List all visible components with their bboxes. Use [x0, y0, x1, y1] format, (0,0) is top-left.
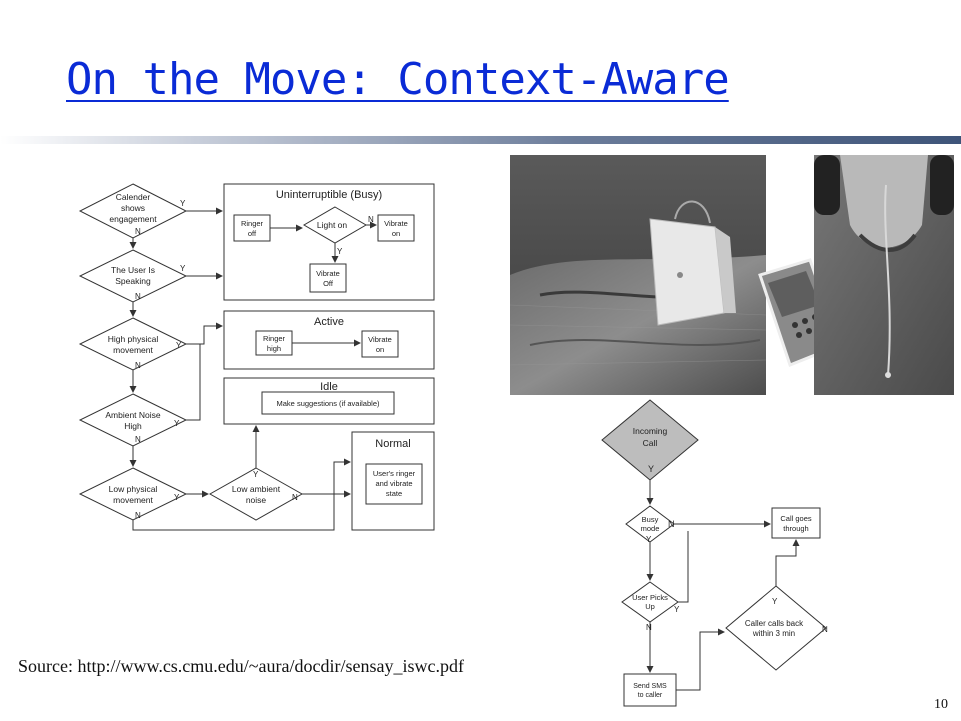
label-n: N	[135, 435, 141, 444]
send-sms-2: to caller	[638, 692, 663, 699]
label-y: Y	[337, 247, 343, 256]
context-flowchart: Uninterruptible (Busy) Active Idle Norma…	[78, 183, 435, 531]
label-y: Y	[174, 493, 180, 502]
decision-calender-1: Calender	[116, 192, 151, 202]
label-n: N	[135, 227, 141, 236]
decision-speaking-1: The User Is	[111, 265, 155, 275]
label-n: N	[368, 215, 374, 224]
box-suggestions: Make suggestions (if available)	[277, 399, 380, 408]
incoming-call-2: Call	[643, 438, 658, 448]
box-ringer-off-1: Ringer	[241, 219, 264, 228]
label-y: Y	[648, 464, 654, 474]
decision-speaking-2: Speaking	[115, 276, 151, 286]
incoming-call-1: Incoming	[633, 426, 668, 436]
state-idle: Idle	[320, 381, 338, 393]
busy-mode-2: mode	[641, 524, 660, 533]
box-ringer-high-2: high	[267, 344, 281, 353]
caller-calls-back-2: within 3 min	[752, 629, 795, 638]
label-y: Y	[253, 470, 259, 479]
call-goes-through-1: Call goes	[780, 514, 812, 523]
box-vibrate-on-1: Vibrate	[384, 219, 408, 228]
page-number: 10	[934, 697, 948, 712]
label-n: N	[668, 519, 675, 529]
label-y: Y	[646, 535, 652, 544]
label-y: Y	[174, 419, 180, 428]
decision-high-movement-2: movement	[113, 345, 153, 355]
label-n: N	[135, 361, 141, 370]
label-n: N	[822, 625, 828, 634]
label-y: Y	[180, 264, 186, 273]
caller-calls-back-1: Caller calls back	[745, 619, 804, 628]
busy-mode-1: Busy	[642, 515, 659, 524]
state-active: Active	[314, 316, 344, 328]
box-ringer-off-2: off	[248, 229, 257, 238]
box-vibrate-on-active-2: on	[376, 345, 384, 354]
box-users-ringer-3: state	[386, 489, 402, 498]
box-vibrate-on-2: on	[392, 229, 400, 238]
decision-noise-high-2: High	[124, 421, 142, 431]
box-vibrate-off-2: Off	[323, 279, 334, 288]
state-uninterruptible: Uninterruptible (Busy)	[276, 189, 382, 201]
label-n: N	[646, 623, 652, 632]
decision-low-noise-1: Low ambient	[232, 484, 281, 494]
send-sms-1: Send SMS	[633, 683, 667, 690]
user-picks-up-2: Up	[645, 602, 655, 611]
call-goes-through-2: through	[783, 524, 808, 533]
wearable-sensor-photo	[510, 155, 954, 395]
decision-low-movement-2: movement	[113, 495, 153, 505]
user-picks-up-1: User Picks	[632, 593, 668, 602]
label-y: Y	[176, 341, 182, 350]
box-vibrate-off-1: Vibrate	[316, 269, 340, 278]
state-normal: Normal	[375, 438, 410, 450]
decision-low-noise-2: noise	[246, 495, 267, 505]
box-users-ringer-1: User's ringer	[373, 469, 416, 478]
slide-title: On the Move: Context-Aware	[66, 54, 730, 105]
decision-low-movement-1: Low physical	[109, 484, 158, 494]
label-y: Y	[772, 597, 778, 606]
title-divider	[0, 136, 961, 144]
decision-calender-3: engagement	[109, 214, 157, 224]
box-vibrate-on-active-1: Vibrate	[368, 335, 392, 344]
box-users-ringer-2: and vibrate	[375, 479, 412, 488]
decision-calender-2: shows	[121, 203, 145, 213]
decision-light-on: Light on	[317, 220, 348, 230]
call-flowchart: Incoming Call Busy mode User Picks Up Se…	[588, 396, 840, 710]
label-n: N	[135, 292, 141, 301]
box-ringer-high-1: Ringer	[263, 334, 286, 343]
decision-noise-high-1: Ambient Noise	[105, 410, 161, 420]
label-n: N	[135, 511, 141, 520]
label-y: Y	[674, 605, 680, 614]
label-n: N	[292, 493, 298, 502]
label-y: Y	[180, 199, 186, 208]
source-citation: Source: http://www.cs.cmu.edu/~aura/docd…	[18, 656, 464, 676]
decision-high-movement-1: High physical	[108, 334, 159, 344]
